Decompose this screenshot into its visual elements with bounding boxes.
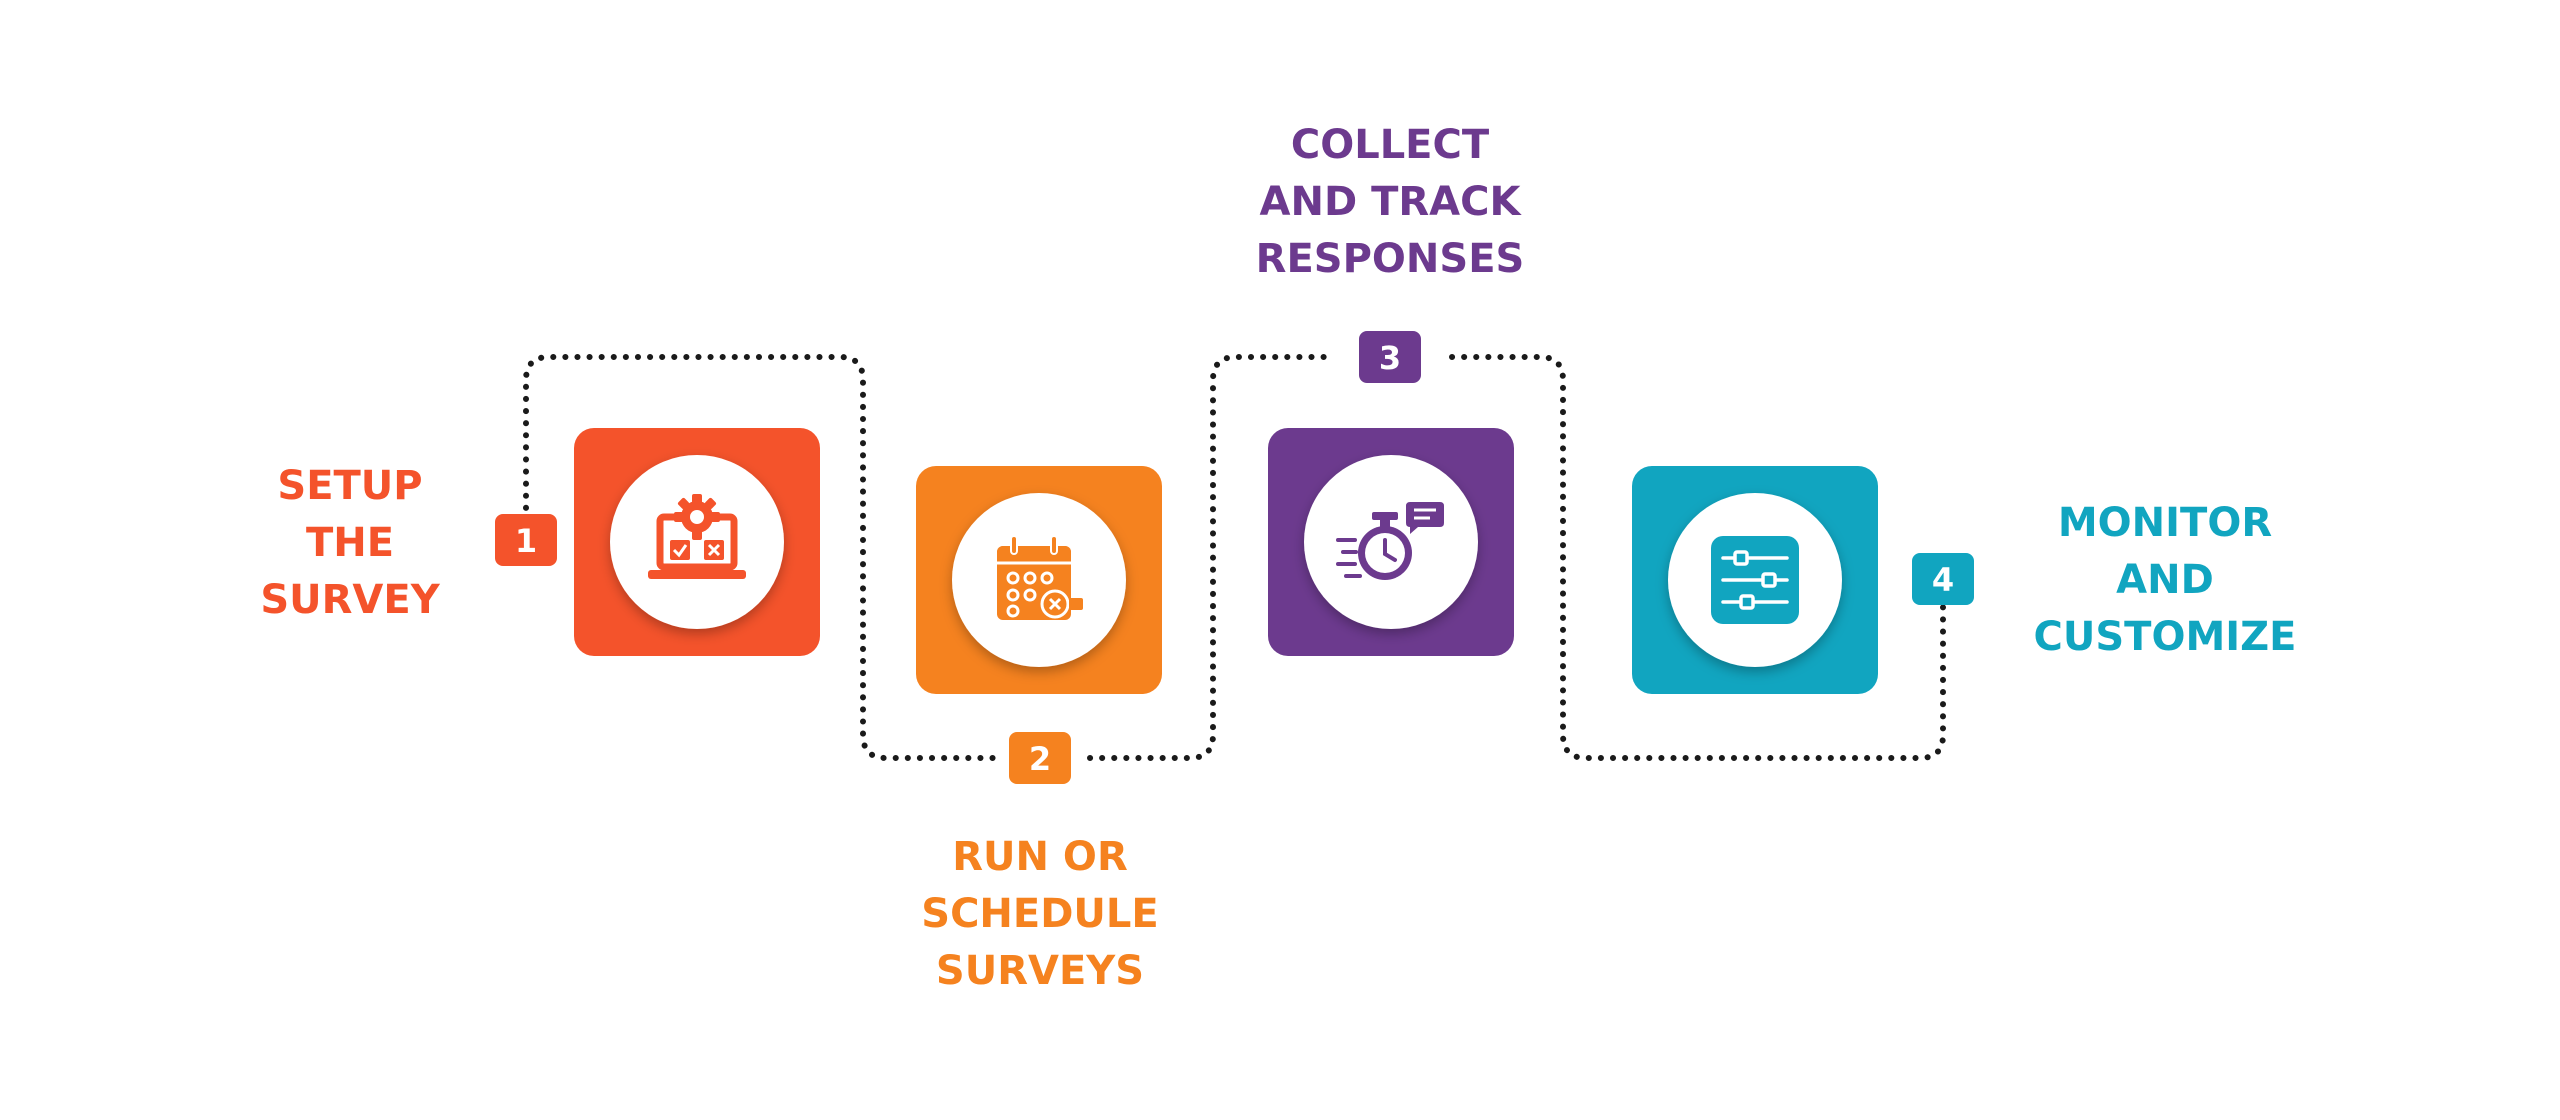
step-3-label-line: COLLECT bbox=[1290, 122, 1490, 168]
step-3-label: COLLECT AND TRACK RESPONSES bbox=[1190, 117, 1590, 288]
step-2-label: RUN OR SCHEDULE SURVEYS bbox=[900, 829, 1180, 1000]
step-2-badge: 2 bbox=[1009, 732, 1071, 784]
step-2-label-line: SURVEYS bbox=[935, 948, 1145, 994]
step-2-label-line: SCHEDULE bbox=[921, 891, 1159, 937]
step-1-badge: 1 bbox=[495, 514, 557, 566]
step-1-label-line: SETUP bbox=[277, 463, 423, 509]
step-2-number: 2 bbox=[1029, 740, 1051, 778]
calendar-schedule-icon bbox=[997, 535, 1083, 620]
step-4-card bbox=[1632, 466, 1878, 694]
step-3-card bbox=[1268, 428, 1514, 656]
step-1-number: 1 bbox=[515, 522, 537, 560]
laptop-gear-checklist-icon bbox=[648, 494, 746, 579]
step-4-badge: 4 bbox=[1912, 553, 1974, 605]
step-4-label: MONITOR AND CUSTOMIZE bbox=[2010, 495, 2320, 666]
step-1-label-line: THE bbox=[305, 520, 395, 566]
step-2-card bbox=[916, 466, 1162, 694]
stopwatch-chat-icon bbox=[1336, 502, 1444, 580]
step-1-card bbox=[574, 428, 820, 656]
step-1-label-line: SURVEY bbox=[260, 577, 440, 623]
step-3-number: 3 bbox=[1379, 339, 1401, 377]
step-3-badge: 3 bbox=[1359, 331, 1421, 383]
step-1-label: SETUP THE SURVEY bbox=[230, 458, 470, 629]
step-3-label-line: RESPONSES bbox=[1255, 236, 1525, 282]
step-4-label-line: MONITOR bbox=[2057, 500, 2273, 546]
sliders-settings-icon bbox=[1711, 536, 1799, 624]
dotted-connector bbox=[523, 354, 1946, 761]
step-4-label-line: CUSTOMIZE bbox=[2033, 614, 2297, 660]
step-3-label-line: AND TRACK bbox=[1259, 179, 1521, 225]
step-4-label-line: AND bbox=[2116, 557, 2214, 603]
step-4-number: 4 bbox=[1932, 561, 1954, 599]
step-2-label-line: RUN OR bbox=[952, 834, 1128, 880]
